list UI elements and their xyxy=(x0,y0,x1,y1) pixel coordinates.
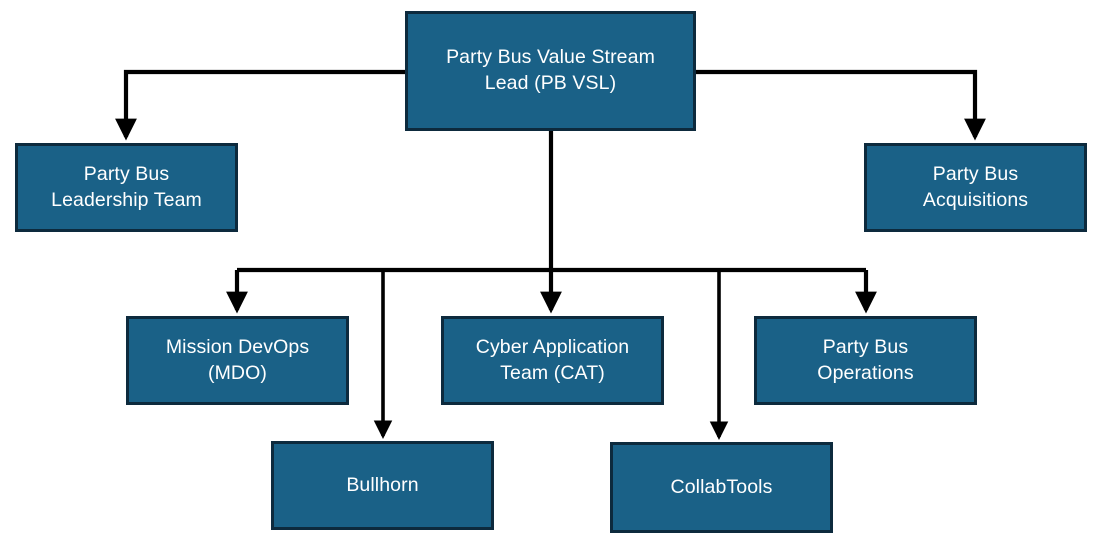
node-mission-devops[interactable]: Mission DevOps (MDO) xyxy=(126,316,349,405)
node-collabtools[interactable]: CollabTools xyxy=(610,442,833,533)
node-bullhorn[interactable]: Bullhorn xyxy=(271,441,494,530)
node-pb-leadership-team[interactable]: Party Bus Leadership Team xyxy=(15,143,238,232)
node-pb-acquisitions[interactable]: Party Bus Acquisitions xyxy=(864,143,1087,232)
edge-vsl-to-acquisitions xyxy=(696,69,986,141)
node-cyber-application-team[interactable]: Cyber Application Team (CAT) xyxy=(441,316,664,405)
node-pb-operations[interactable]: Party Bus Operations xyxy=(754,316,977,405)
node-pb-vsl[interactable]: Party Bus Value Stream Lead (PB VSL) xyxy=(405,11,696,131)
edge-vsl-to-leadership xyxy=(115,69,405,141)
